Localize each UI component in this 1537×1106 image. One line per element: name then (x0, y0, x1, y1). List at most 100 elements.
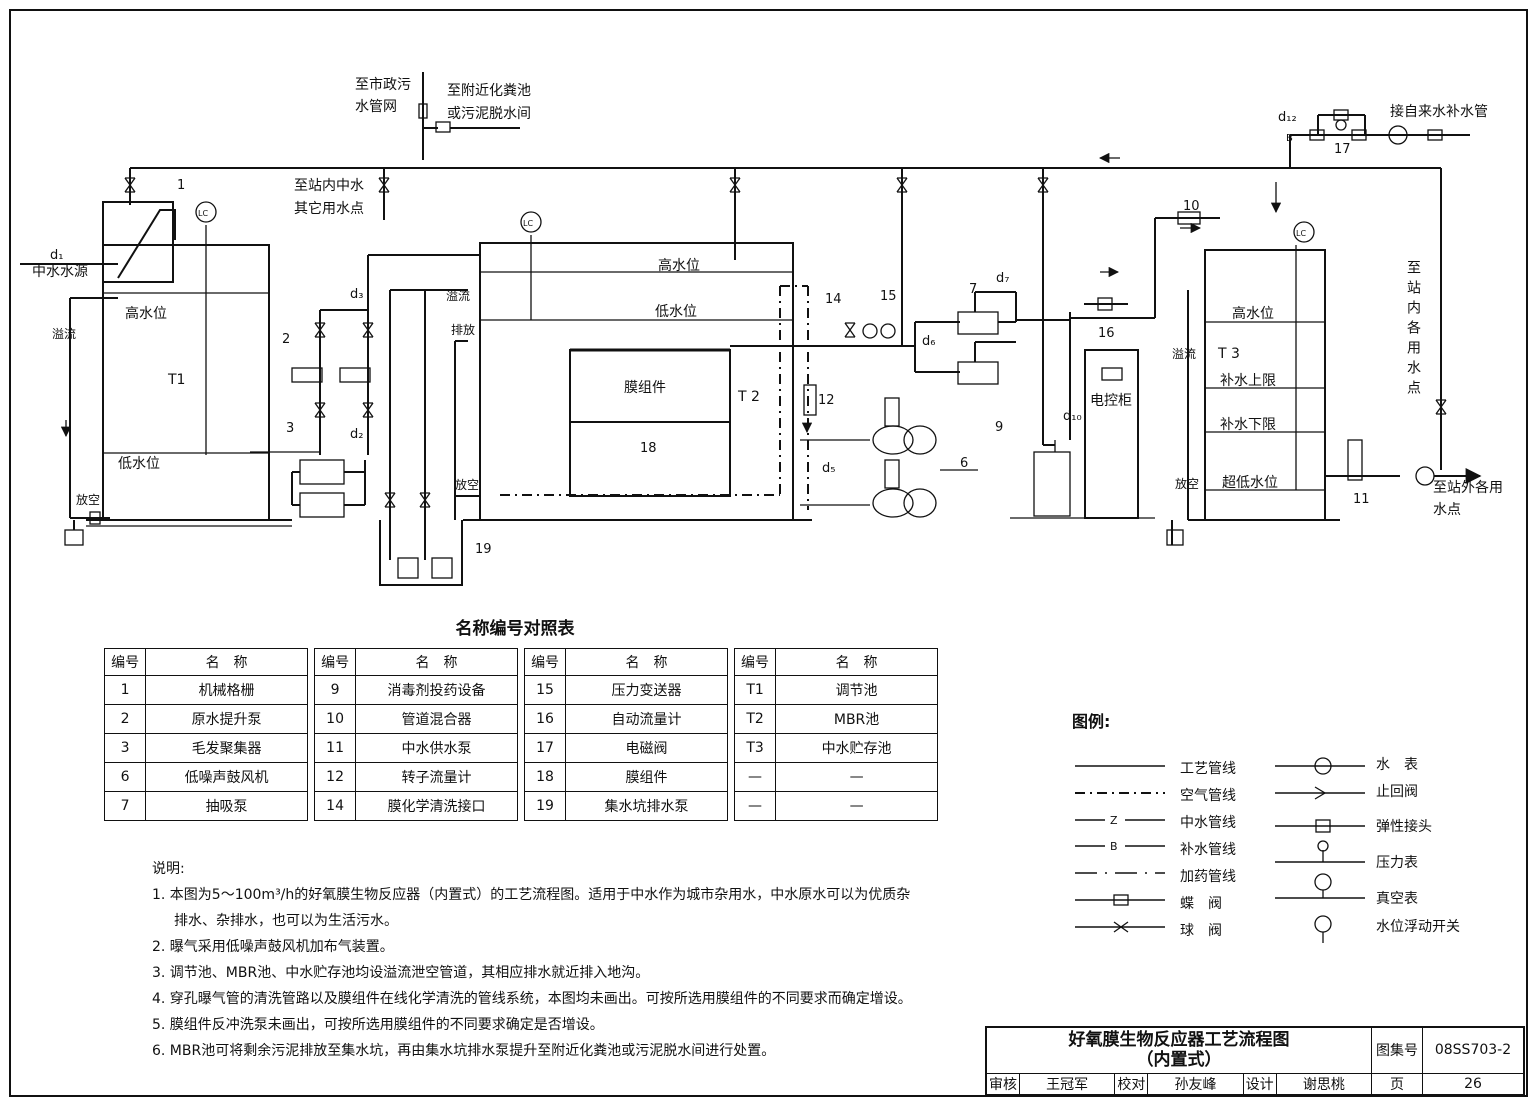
table-cell: 管道混合器 (355, 704, 518, 734)
control-and-dosing: 电控柜 d₁₀ 9 (995, 312, 1155, 519)
drawing-subtitle: （内置式） (1136, 1050, 1222, 1071)
svg-text:7: 7 (969, 282, 977, 297)
svg-text:d₆: d₆ (922, 334, 935, 349)
table-cell: 转子流量计 (355, 762, 518, 792)
page-label: 页 (1371, 1072, 1423, 1096)
legend-label: 工艺管线 (1180, 761, 1236, 777)
svg-text:至站外各用: 至站外各用 (1433, 480, 1503, 496)
table-cell: 膜化学清洗接口 (355, 791, 518, 821)
note-line: 1. 本图为5～100m³/h的好氧膜生物反应器（内置式）的工艺流程图。适用于中… (152, 887, 911, 903)
note-line: 3. 调节池、MBR池、中水贮存池均设溢流泄空管道，其相应排水就近排入地沟。 (152, 965, 650, 981)
table-header-cell: 编号 (733, 648, 777, 676)
table-header-cell: 名 称 (565, 648, 728, 676)
svg-text:排放: 排放 (451, 322, 475, 337)
svg-text:或污泥脱水间: 或污泥脱水间 (447, 106, 531, 122)
table-cell: 毛发聚集器 (145, 733, 308, 763)
municipal-pipe: 至市政污 水管网 至附近化粪池 或污泥脱水间 (355, 72, 531, 160)
svg-text:水点: 水点 (1433, 502, 1461, 518)
tank-t3: LC 高水位 T 3 补水上限 补水下限 超低水位 放空 溢流 11 至站外各用… (1166, 221, 1503, 546)
svg-text:超低水位: 超低水位 (1222, 475, 1278, 491)
table-cell: T3 (733, 733, 777, 763)
svg-text:16: 16 (1098, 326, 1115, 341)
review-label: 审核 (985, 1072, 1020, 1096)
svg-text:高水位: 高水位 (1232, 305, 1274, 322)
table-cell: 11 (313, 733, 357, 763)
svg-text:放空: 放空 (1175, 476, 1199, 491)
table-cell: — (775, 762, 938, 792)
svg-text:d₅: d₅ (822, 461, 835, 476)
note-line: 排水、杂排水，也可以为生活污水。 (174, 913, 398, 929)
table-cell: 自动流量计 (565, 704, 728, 734)
legend-title: 图例: (1072, 712, 1111, 731)
svg-text:其它用水点: 其它用水点 (294, 200, 364, 217)
notes: 说明: 1. 本图为5～100m³/h的好氧膜生物反应器（内置式）的工艺流程图。… (152, 856, 912, 1064)
check-label: 校对 (1114, 1072, 1149, 1096)
svg-text:19: 19 (475, 542, 492, 557)
table-cell: 压力变送器 (565, 675, 728, 705)
legend-label: 球 阀 (1180, 923, 1222, 939)
table-cell: 调节池 (775, 675, 938, 705)
legend-label: 补水管线 (1180, 842, 1236, 858)
svg-text:9: 9 (995, 420, 1003, 435)
table-header-row: 编号名 称编号名 称编号名 称编号名 称 (103, 648, 938, 676)
svg-text:d₁: d₁ (50, 248, 63, 263)
table-cell: 7 (103, 791, 147, 821)
atlas-number: 08SS703-2 (1422, 1026, 1525, 1074)
notes-title: 说明: (152, 861, 185, 877)
svg-text:至站内各用水点: 至站内各用水点 (1405, 260, 1421, 400)
svg-text:Z: Z (1110, 814, 1118, 827)
svg-text:至市政污: 至市政污 (355, 76, 411, 93)
legend-label: 止回阀 (1376, 784, 1418, 800)
table-cell: 9 (313, 675, 357, 705)
svg-text:T1: T1 (167, 372, 185, 388)
raw-water-pumps: 2 3 d₃ d₂ (250, 254, 480, 518)
svg-text:溢流: 溢流 (52, 327, 76, 341)
svg-text:补水上限: 补水上限 (1220, 373, 1276, 389)
table-header-cell: 编号 (313, 648, 357, 676)
note-line: 2. 曝气采用低噪声鼓风机加布气装置。 (152, 939, 394, 955)
table-cell: MBR池 (775, 704, 938, 734)
svg-text:补水下限: 补水下限 (1220, 417, 1276, 433)
svg-text:放空: 放空 (455, 477, 479, 492)
table-cell: 2 (103, 704, 147, 734)
table-header-cell: 编号 (103, 648, 147, 676)
legend-label: 加药管线 (1180, 869, 1236, 885)
table-cell: 6 (103, 762, 147, 792)
reviewer-name: 王冠军 (1018, 1072, 1116, 1096)
svg-text:电控柜: 电控柜 (1090, 393, 1132, 409)
drawing-title: 好氧膜生物反应器工艺流程图 (1068, 1030, 1290, 1051)
table-cell: — (775, 791, 938, 821)
svg-text:3: 3 (286, 421, 294, 436)
svg-text:溢流: 溢流 (1172, 347, 1196, 361)
table-cell: 12 (313, 762, 357, 792)
legend-labels-left: 工艺管线空气管线中水管线补水管线加药管线蝶 阀球 阀 (1180, 756, 1236, 945)
table-cell: 机械格栅 (145, 675, 308, 705)
table-cell: 17 (523, 733, 567, 763)
svg-text:14: 14 (825, 292, 842, 307)
svg-text:LC: LC (198, 209, 208, 218)
table-cell: 消毒剂投药设备 (355, 675, 518, 705)
table-cell: 膜组件 (565, 762, 728, 792)
table-title: 名称编号对照表 (455, 619, 575, 639)
svg-text:1: 1 (177, 178, 185, 193)
table-cell: 中水贮存池 (775, 733, 938, 763)
table-cell: 19 (523, 791, 567, 821)
table-cell: T2 (733, 704, 777, 734)
svg-text:接自来水补水管: 接自来水补水管 (1390, 103, 1488, 120)
svg-text:T 2: T 2 (737, 389, 760, 405)
sump-pit: 19 (379, 289, 492, 586)
svg-text:T 3: T 3 (1217, 346, 1240, 362)
table-cell: 14 (313, 791, 357, 821)
table-header-cell: 名 称 (775, 648, 938, 676)
table-cell: 16 (523, 704, 567, 734)
reclaimed-water-main: 至站内中水 其它用水点 (124, 152, 1447, 470)
svg-text:至站内中水: 至站内中水 (294, 178, 364, 194)
svg-text:d₁₀: d₁₀ (1063, 409, 1082, 424)
legend-label: 水 表 (1376, 757, 1418, 773)
